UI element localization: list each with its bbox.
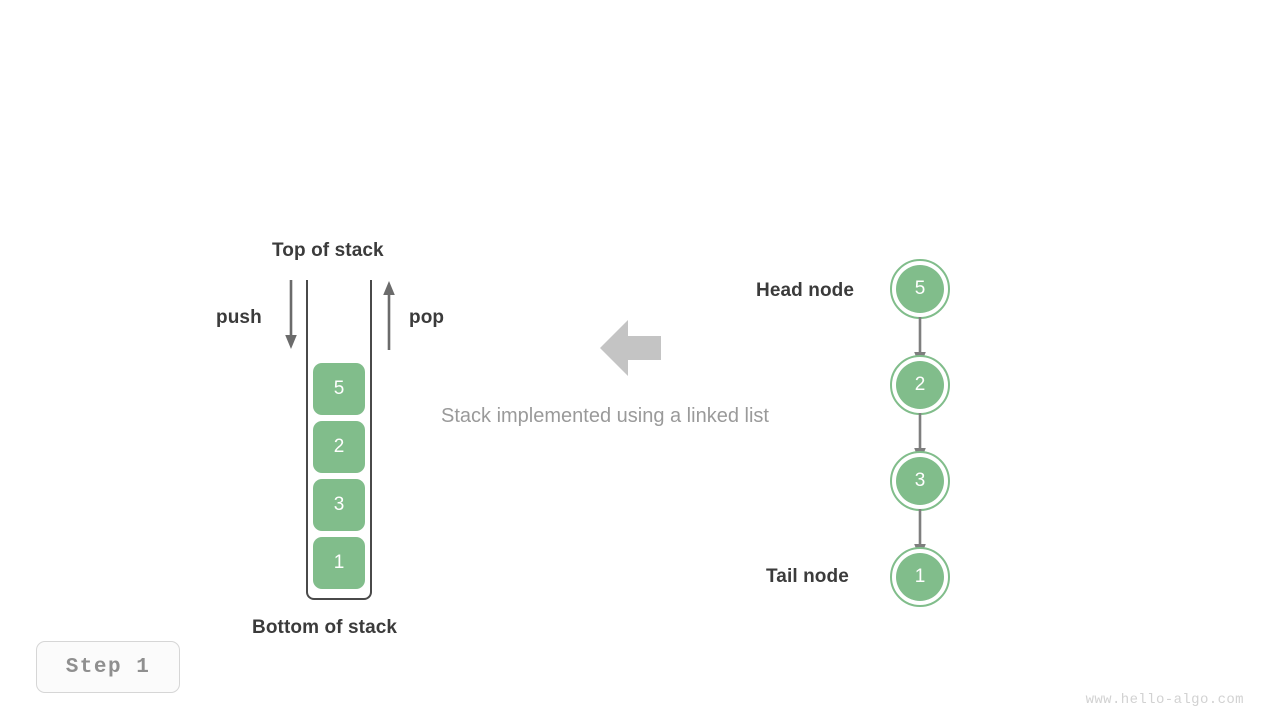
stack-cell: 5 [313, 363, 365, 415]
list-node-value: 1 [896, 553, 944, 601]
watermark: www.hello-algo.com [1085, 692, 1244, 708]
stack-cell-list: 5 2 3 1 [313, 363, 365, 589]
list-node: 2 [890, 355, 950, 415]
left-pointing-arrow-icon [600, 320, 661, 376]
bottom-of-stack-label: Bottom of stack [252, 617, 398, 638]
list-node: 1 [890, 547, 950, 607]
stack-cell: 1 [313, 537, 365, 589]
stack-cell: 3 [313, 479, 365, 531]
pop-arrow-icon [383, 281, 395, 350]
push-arrow-icon [285, 280, 297, 349]
stack-cell: 2 [313, 421, 365, 473]
tail-node-label: Tail node [766, 566, 849, 587]
list-node-value: 3 [896, 457, 944, 505]
list-node: 5 [890, 259, 950, 319]
figure-caption: Stack implemented using a linked list [441, 405, 769, 427]
list-node: 3 [890, 451, 950, 511]
stack-container [306, 280, 372, 600]
list-node-value: 2 [896, 361, 944, 409]
head-node-label: Head node [756, 280, 855, 301]
push-label: push [216, 307, 262, 328]
top-of-stack-label: Top of stack [272, 240, 384, 261]
step-badge: Step 1 [36, 641, 180, 693]
pop-label: pop [409, 307, 445, 328]
list-node-value: 5 [896, 265, 944, 313]
